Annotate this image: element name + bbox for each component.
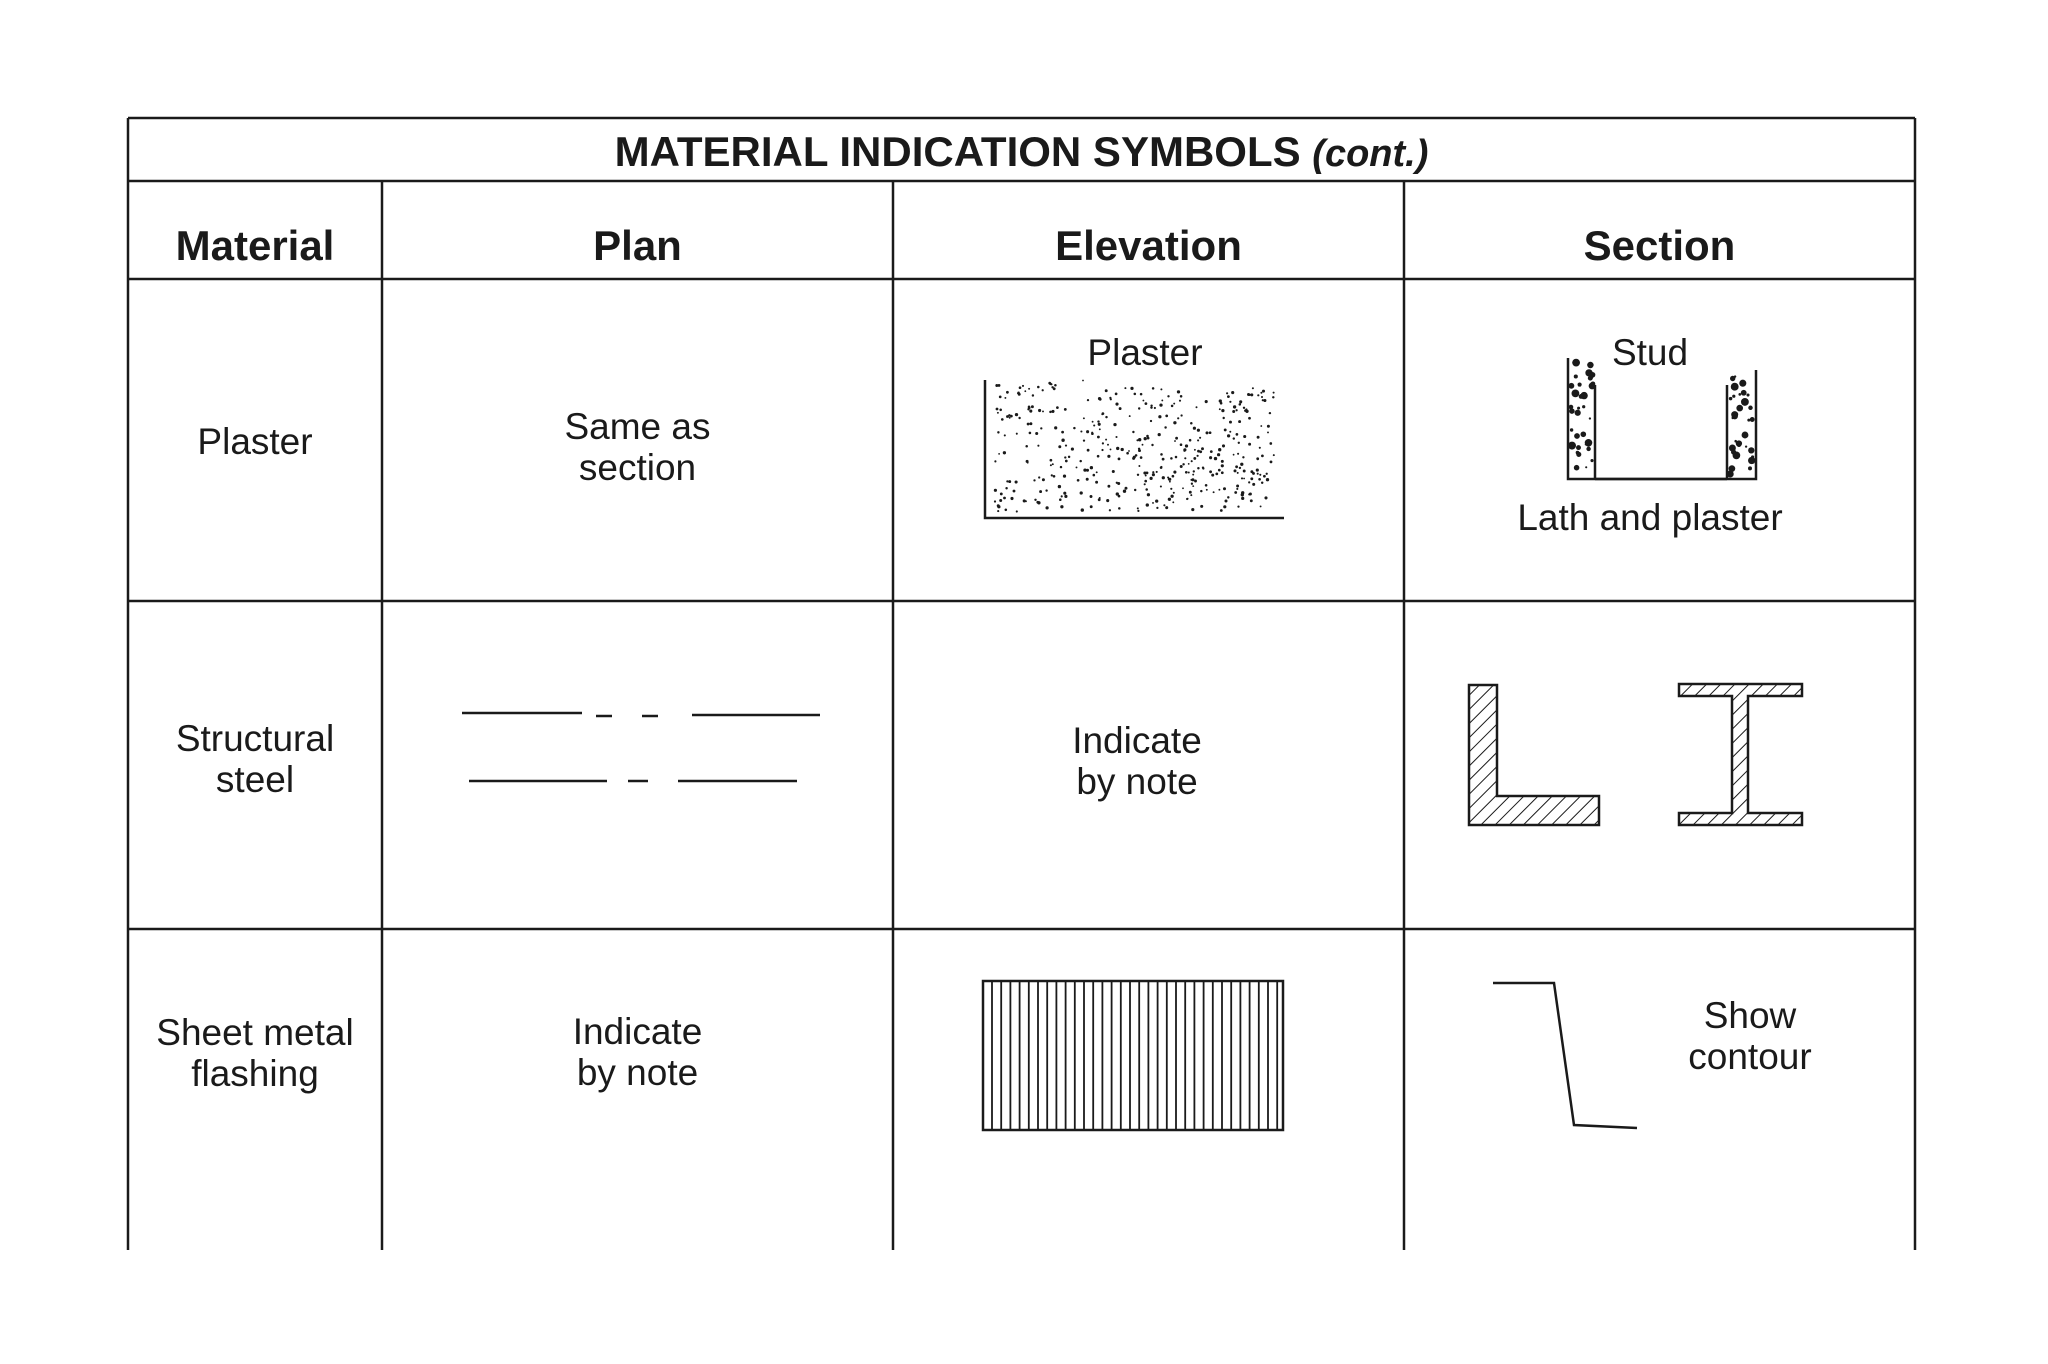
elevation-steel-note: Indicate by note xyxy=(893,720,1381,802)
title-main: MATERIAL INDICATION SYMBOLS xyxy=(614,128,1301,175)
vertical-hatch-icon xyxy=(981,979,1285,1132)
i-beam-section-icon xyxy=(1677,682,1804,827)
column-header-plan: Plan xyxy=(593,222,682,269)
column-header-material: Material xyxy=(175,222,335,269)
plan-sheet-line-1: Indicate xyxy=(572,1011,703,1052)
section-lath-plaster-label: Lath and plaster xyxy=(1517,497,1783,538)
plan-plaster-line-1: Same as xyxy=(564,406,711,447)
column-header-elevation: Elevation xyxy=(1055,222,1242,269)
section-contour-line-2: contour xyxy=(1688,1036,1812,1077)
section-show-contour-label: Show contour xyxy=(1660,995,1840,1077)
contour-line-icon xyxy=(1493,981,1638,1130)
section-contour-line-1: Show xyxy=(1703,995,1797,1036)
plan-plaster-line-2: section xyxy=(578,447,697,488)
angle-section-icon xyxy=(1467,683,1601,827)
elevation-steel-line-2: by note xyxy=(1076,761,1198,802)
plan-plaster: Same as section xyxy=(382,406,893,488)
page-title: MATERIAL INDICATION SYMBOLS (cont.) xyxy=(128,128,1915,176)
stipple-pattern-icon xyxy=(983,379,1284,520)
dashed-line-icon xyxy=(462,711,820,783)
column-header-section: Section xyxy=(1583,222,1736,269)
plan-sheet-metal-note: Indicate by note xyxy=(382,1011,893,1093)
elevation-plaster-label: Plaster xyxy=(1087,332,1203,373)
section-stud-label: Stud xyxy=(1611,332,1689,373)
plan-sheet-line-2: by note xyxy=(576,1052,699,1093)
material-steel-line-2: steel xyxy=(215,759,295,800)
stud-wall-section-icon xyxy=(1566,358,1758,481)
material-sheet-metal: Sheet metal flashing xyxy=(128,1012,382,1094)
material-plaster: Plaster xyxy=(197,421,313,462)
material-sheet-line-1: Sheet metal xyxy=(156,1012,354,1053)
elevation-steel-line-1: Indicate xyxy=(1072,720,1202,761)
material-sheet-line-2: flashing xyxy=(191,1053,319,1094)
material-structural-steel: Structural steel xyxy=(128,718,382,800)
material-steel-line-1: Structural xyxy=(175,718,335,759)
title-suffix: (cont.) xyxy=(1312,133,1429,175)
